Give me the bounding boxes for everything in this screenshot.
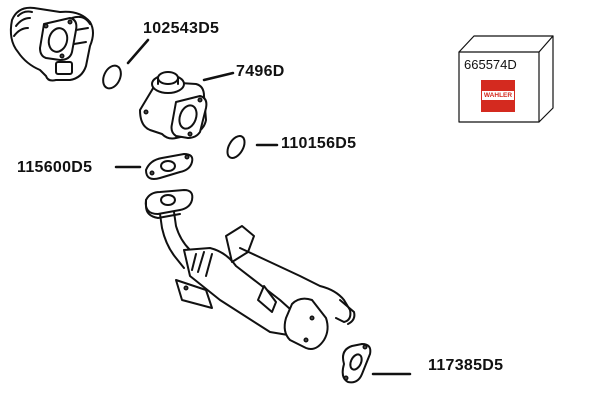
wahler-logo: WAHLER <box>481 80 515 112</box>
egr-valve-part <box>139 71 208 140</box>
oring-102543D5 <box>102 64 122 90</box>
callout-102543D5: 102543D5 <box>143 20 220 37</box>
gasket-115600D5 <box>145 153 194 180</box>
throttle-body-part <box>9 6 94 82</box>
oring-110156D5 <box>226 135 246 159</box>
egr-cooler-part <box>144 189 356 350</box>
wahler-logo-text: WAHLER <box>482 91 514 100</box>
callout-7496D: 7496D <box>236 63 285 80</box>
kit-part-number: 665574D <box>464 57 517 72</box>
callout-110156D5: 110156D5 <box>281 135 357 152</box>
callout-115600D5: 115600D5 <box>17 159 93 176</box>
callout-117385D5: 117385D5 <box>428 357 504 374</box>
gasket-117385D5 <box>341 343 372 384</box>
